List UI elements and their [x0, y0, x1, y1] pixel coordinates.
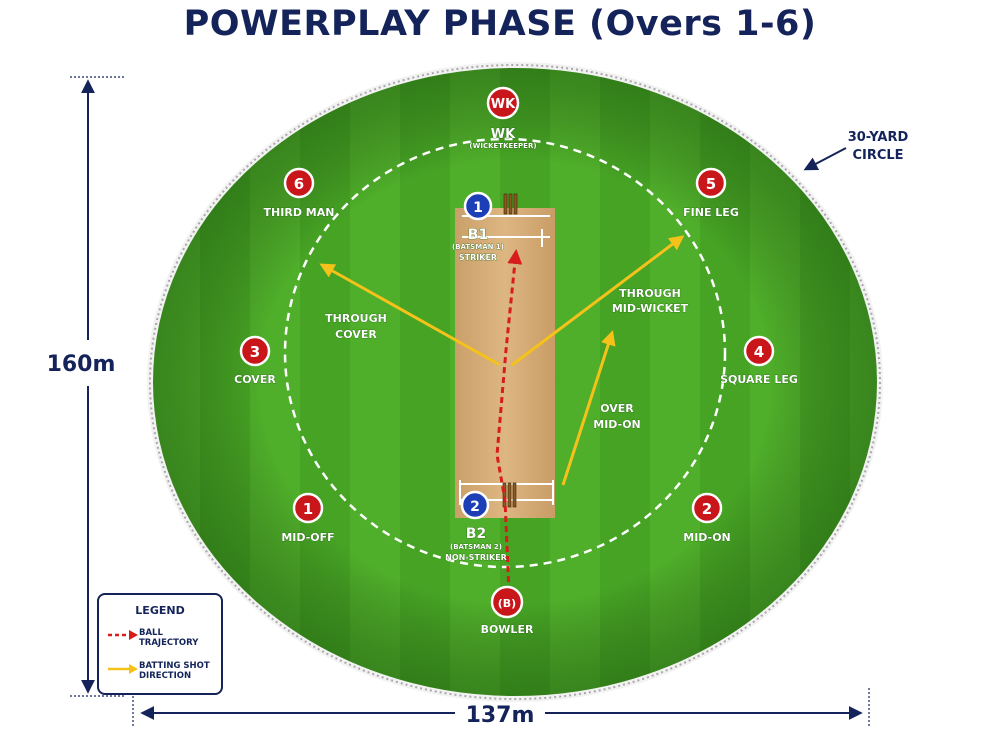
legend: LEGEND BALL TRAJECTORY BATTING SHOT DIRE…	[97, 593, 223, 695]
svg-text:B1: B1	[468, 227, 488, 243]
shot-arrow-midwicket	[511, 235, 685, 367]
width-dimension: 137m	[132, 688, 870, 728]
legend-shot-row	[107, 659, 139, 678]
svg-text:THIRD MAN: THIRD MAN	[264, 206, 335, 219]
fielder-fine-leg: 5 FINE LEG	[683, 167, 739, 219]
shot-arrow-midon	[561, 330, 616, 486]
svg-text:4: 4	[754, 343, 764, 361]
shot-label-cover: THROUGH COVER	[325, 312, 387, 342]
shot-label-midwicket: THROUGH MID-WICKET	[612, 287, 689, 316]
svg-text:BOWLER: BOWLER	[481, 623, 534, 636]
svg-text:THROUGH: THROUGH	[619, 287, 681, 300]
ball-trajectory	[495, 249, 523, 593]
stumps-top	[503, 193, 518, 215]
svg-text:30-YARD: 30-YARD	[848, 130, 909, 145]
svg-text:(B): (B)	[498, 597, 516, 610]
svg-text:WK: WK	[491, 97, 516, 112]
grass-stripe	[900, 60, 950, 710]
svg-text:MID-OFF: MID-OFF	[281, 531, 334, 544]
legend-shot-line2: DIRECTION	[139, 671, 192, 681]
svg-text:(BATSMAN 1): (BATSMAN 1)	[452, 243, 504, 251]
svg-text:B2: B2	[466, 526, 486, 542]
svg-text:MID-ON: MID-ON	[593, 418, 641, 431]
fielder-wk: WK WK (WICKETKEEPER)	[469, 86, 537, 150]
shot-arrows	[319, 235, 685, 486]
svg-text:137m: 137m	[466, 703, 535, 728]
legend-shot-line1: BATTING SHOT	[139, 661, 210, 671]
legend-shot-label: BATTING SHOT DIRECTION	[139, 661, 219, 681]
svg-text:COVER: COVER	[234, 373, 276, 386]
batsman-1: 1 B1 (BATSMAN 1) STRIKER	[452, 191, 504, 262]
fielder-mid-on: 2 MID-ON	[683, 492, 731, 544]
legend-ball-row	[107, 625, 139, 644]
svg-text:1: 1	[303, 500, 313, 518]
stumps-bottom	[502, 482, 517, 508]
svg-text:SQUARE LEG: SQUARE LEG	[720, 373, 798, 386]
svg-text:5: 5	[706, 175, 716, 193]
svg-text:1: 1	[473, 200, 483, 216]
svg-text:MID-WICKET: MID-WICKET	[612, 302, 689, 315]
svg-text:OVER: OVER	[600, 402, 634, 415]
svg-text:3: 3	[250, 343, 260, 361]
svg-text:CIRCLE: CIRCLE	[852, 148, 903, 163]
legend-title: LEGEND	[135, 604, 185, 617]
fielder-mid-off: 1 MID-OFF	[281, 492, 335, 544]
svg-text:(WICKETKEEPER): (WICKETKEEPER)	[469, 142, 536, 150]
fielder-third-man: 6 THIRD MAN	[263, 167, 335, 219]
shot-label-midon: OVER MID-ON	[593, 402, 641, 432]
batsman-2: 2 B2 (BATSMAN 2) NON-STRIKER	[445, 490, 507, 562]
legend-shot-swatch	[108, 664, 138, 674]
svg-text:2: 2	[470, 499, 480, 515]
height-dimension: 160m	[47, 76, 125, 697]
svg-text:6: 6	[294, 175, 304, 193]
svg-text:WK: WK	[491, 127, 516, 142]
page-title: POWERPLAY PHASE (Overs 1-6)	[183, 4, 817, 44]
svg-text:THROUGH: THROUGH	[325, 312, 387, 325]
fielder-square-leg: 4 SQUARE LEG	[720, 335, 798, 386]
svg-text:NON-STRIKER: NON-STRIKER	[445, 553, 507, 562]
legend-ball-label: BALL TRAJECTORY	[139, 628, 219, 648]
svg-text:STRIKER: STRIKER	[459, 253, 497, 262]
thirty-yard-circle	[283, 137, 727, 569]
circle-callout: 30-YARD CIRCLE	[803, 130, 909, 171]
svg-text:FINE LEG: FINE LEG	[683, 206, 739, 219]
svg-text:(BATSMAN 2): (BATSMAN 2)	[450, 543, 502, 551]
fielder-bowler: (B) BOWLER	[480, 585, 534, 636]
shot-arrow-cover	[319, 263, 501, 367]
legend-ball-line1: BALL	[139, 628, 163, 638]
svg-text:160m: 160m	[47, 352, 116, 377]
svg-text:2: 2	[702, 500, 712, 518]
fielder-cover: 3 COVER	[234, 335, 277, 386]
svg-text:MID-ON: MID-ON	[683, 531, 731, 544]
legend-ball-swatch	[108, 630, 138, 640]
svg-text:COVER: COVER	[335, 328, 377, 341]
legend-ball-line2: TRAJECTORY	[139, 638, 199, 648]
